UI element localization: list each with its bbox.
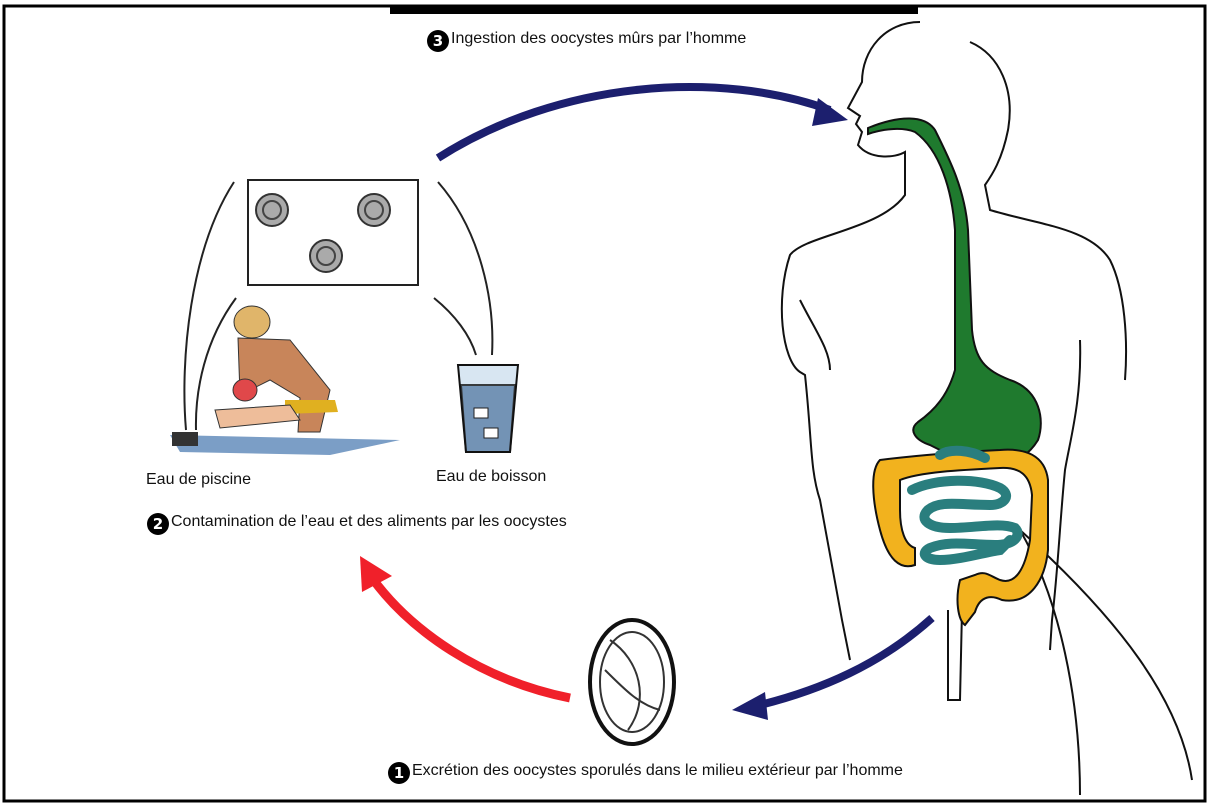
drink-label: Eau de boisson <box>436 468 546 484</box>
sporulated-oocyst-icon <box>590 620 674 744</box>
step-1-number: 1 <box>388 762 410 784</box>
oocyst-box <box>248 180 418 285</box>
oocyst-icon <box>310 240 342 272</box>
step-1-text: Excrétion des oocystes sporulés dans le … <box>412 762 903 779</box>
oocyst-icon <box>256 194 288 226</box>
swimmer-icon <box>170 306 400 455</box>
step-3-number: 3 <box>427 30 449 52</box>
pool-label: Eau de piscine <box>146 471 251 489</box>
step-2-text: Contamination de l’eau et des aliments p… <box>171 513 567 530</box>
step-2-number: 2 <box>147 513 169 535</box>
arrow-contamination <box>360 556 570 698</box>
oocyst-icon <box>358 194 390 226</box>
digestive-tract <box>868 118 1048 625</box>
step-3-text: Ingestion des oocystes mûrs par l’homme <box>451 30 746 47</box>
arrow-excretion <box>732 618 932 720</box>
arrow-ingestion <box>438 87 848 158</box>
glass-icon <box>458 365 518 452</box>
